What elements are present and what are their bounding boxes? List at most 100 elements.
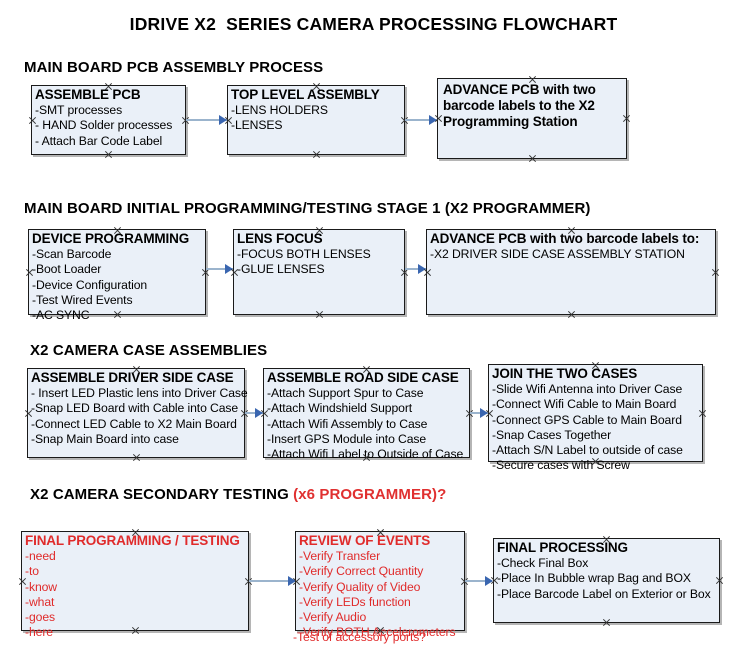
resize-handle-bottom[interactable] bbox=[567, 310, 576, 319]
box-line: -AC SYNC bbox=[32, 308, 90, 323]
box-title: LENS FOCUS bbox=[237, 231, 323, 246]
section-heading-x2-camera-secondary-testing: X2 CAMERA SECONDARY TESTING (x6 PROGRAMM… bbox=[30, 486, 446, 503]
process-box-review-of-events[interactable]: REVIEW OF EVENTS -Verify Transfer -Verif… bbox=[295, 531, 465, 639]
process-box-assemble-driver-side-case[interactable]: ASSEMBLE DRIVER SIDE CASE - Insert LED P… bbox=[27, 368, 248, 458]
process-box-lens-focus[interactable]: LENS FOCUS -FOCUS BOTH LENSES -GLUE LENS… bbox=[233, 229, 405, 315]
arrowhead-icon bbox=[225, 264, 233, 274]
box-line: -FOCUS BOTH LENSES bbox=[237, 247, 371, 261]
process-box-assemble-pcb[interactable]: ASSEMBLE PCB -SMT processes - HAND Solde… bbox=[31, 85, 186, 155]
arrowhead-icon bbox=[288, 576, 296, 586]
box-title: FINAL PROGRAMMING / TESTING bbox=[25, 533, 240, 548]
box-line: -Attach Wifi Label to Outside of Case bbox=[267, 447, 464, 462]
overflow-text-test-accessory-ports: -Test of accessory ports? bbox=[293, 630, 426, 644]
box-title: ASSEMBLE PCB bbox=[35, 87, 141, 102]
section-heading-text: X2 CAMERA SECONDARY TESTING bbox=[30, 486, 294, 503]
box-line: -to bbox=[25, 564, 39, 579]
box-title: ADVANCE PCB with two barcode labels to: bbox=[430, 231, 700, 246]
box-line: -know bbox=[25, 579, 58, 594]
box-line: -Check Final Box bbox=[497, 556, 589, 570]
box-title: TOP LEVEL ASSEMBLY bbox=[231, 87, 380, 102]
resize-handle-right[interactable] bbox=[622, 114, 631, 123]
arrowhead-icon bbox=[255, 408, 263, 418]
box-title: DEVICE PROGRAMMING bbox=[32, 231, 190, 246]
box-line: -Place Barcode Label on Exterior or Box bbox=[497, 586, 711, 601]
box-line: -Verify LEDs function bbox=[299, 594, 411, 609]
box-line: -Attach Support Spur to Case bbox=[267, 386, 424, 400]
section-heading-main-board-initial-programming: MAIN BOARD INITIAL PROGRAMMING/TESTING S… bbox=[24, 200, 591, 217]
connector-top-level-assembly-to-advance-pcb bbox=[405, 119, 437, 121]
section-heading-text: MAIN BOARD PCB ASSEMBLY PROCESS bbox=[24, 59, 324, 76]
box-line: -Insert GPS Module into Case bbox=[267, 431, 427, 446]
resize-handle-bottom[interactable] bbox=[312, 150, 321, 159]
box-line: -SMT processes bbox=[35, 103, 123, 117]
box-line: -LENS HOLDERS bbox=[231, 103, 328, 117]
arrowhead-icon bbox=[429, 115, 437, 125]
box-line: -Snap LED Board with Cable into Case bbox=[31, 401, 239, 416]
box-title: JOIN THE TWO CASES bbox=[492, 366, 638, 381]
process-box-join-the-two-cases[interactable]: JOIN THE TWO CASES -Slide Wifi Antenna i… bbox=[488, 364, 703, 472]
box-line: -Secure cases with Screw bbox=[492, 458, 630, 473]
box-line: -Connect Wifi Cable to Main Board bbox=[492, 397, 677, 412]
arrowhead-icon bbox=[418, 264, 426, 274]
section-heading-x2-camera-case-assemblies: X2 CAMERA CASE ASSEMBLIES bbox=[30, 342, 267, 359]
process-box-assemble-road-side-case[interactable]: ASSEMBLE ROAD SIDE CASE -Attach Support … bbox=[263, 368, 470, 461]
process-box-top-level-assembly[interactable]: TOP LEVEL ASSEMBLY -LENS HOLDERS -LENSES bbox=[227, 85, 405, 155]
connector-device-programming-to-lens-focus bbox=[206, 268, 233, 270]
connector-driver-side-to-road-side bbox=[245, 412, 263, 414]
resize-handle-bottom[interactable] bbox=[315, 310, 324, 319]
box-title: FINAL PROCESSING bbox=[497, 540, 628, 555]
box-line: -LENSES bbox=[231, 118, 283, 133]
box-line: - Insert LED Plastic lens into Driver Ca… bbox=[31, 386, 248, 400]
box-line: -Attach Wifi Assembly to Case bbox=[267, 416, 428, 431]
box-line: - Attach Bar Code Label bbox=[35, 133, 163, 148]
section-heading-text: MAIN BOARD INITIAL PROGRAMMING/TESTING S… bbox=[24, 200, 591, 217]
box-line: -Verify Quality of Video bbox=[299, 579, 421, 594]
box-title: ASSEMBLE ROAD SIDE CASE bbox=[267, 370, 459, 385]
box-line: -what bbox=[25, 594, 55, 609]
box-line: -Scan Barcode bbox=[32, 247, 112, 261]
box-line: -Verify Transfer bbox=[299, 549, 381, 563]
resize-handle-bottom[interactable] bbox=[104, 150, 113, 159]
section-heading-accent: (x6 PROGRAMMER)? bbox=[293, 486, 447, 503]
box-line: -Device Configuration bbox=[32, 277, 148, 292]
box-line: -goes bbox=[25, 610, 55, 625]
box-line: - HAND Solder processes bbox=[35, 118, 173, 133]
box-line: -Slide Wifi Antenna into Driver Case bbox=[492, 382, 683, 396]
section-heading-main-board-pcb-assembly: MAIN BOARD PCB ASSEMBLY PROCESS bbox=[24, 59, 323, 76]
box-line: -Attach S/N Label to outside of case bbox=[492, 443, 683, 458]
process-box-device-programming[interactable]: DEVICE PROGRAMMING -Scan Barcode -Boot L… bbox=[28, 229, 206, 322]
resize-handle-right[interactable] bbox=[711, 268, 720, 277]
box-line: -here bbox=[25, 625, 53, 640]
process-box-advance-pcb-to-programming-station[interactable]: ADVANCE PCB with two barcode labels to t… bbox=[437, 78, 627, 159]
box-line: -GLUE LENSES bbox=[237, 262, 325, 277]
connector-lens-focus-to-advance-pcb bbox=[405, 268, 426, 270]
process-box-advance-pcb-to-driver-side-case[interactable]: ADVANCE PCB with two barcode labels to: … bbox=[426, 229, 716, 315]
box-title: REVIEW OF EVENTS bbox=[299, 533, 431, 548]
connector-final-programming-to-review-of-events bbox=[249, 580, 295, 582]
resize-handle-bottom[interactable] bbox=[602, 618, 611, 627]
box-line: -need bbox=[25, 549, 56, 563]
box-line: -Connect GPS Cable to Main Board bbox=[492, 412, 682, 427]
process-box-final-processing[interactable]: FINAL PROCESSING -Check Final Box -Place… bbox=[493, 538, 720, 623]
section-heading-text: X2 CAMERA CASE ASSEMBLIES bbox=[30, 342, 268, 359]
connector-assemble-pcb-to-top-level-assembly bbox=[186, 119, 227, 121]
box-line: -Verify BOTH Accelerometers bbox=[299, 625, 456, 640]
box-line: -Snap Main Board into case bbox=[31, 431, 179, 446]
box-title: ASSEMBLE DRIVER SIDE CASE bbox=[31, 370, 234, 385]
arrowhead-icon bbox=[480, 408, 488, 418]
process-box-final-programming-testing[interactable]: FINAL PROGRAMMING / TESTING -need -to -k… bbox=[21, 531, 249, 639]
box-line: -Connect LED Cable to X2 Main Board bbox=[31, 416, 237, 431]
resize-handle-bottom[interactable] bbox=[528, 154, 537, 163]
box-line: -Verify Correct Quantity bbox=[299, 564, 424, 579]
arrowhead-icon bbox=[485, 576, 493, 586]
connector-road-side-to-join-cases bbox=[470, 412, 488, 414]
box-line: -Attach Windshield Support bbox=[267, 401, 413, 416]
box-line: -X2 DRIVER SIDE CASE ASSEMBLY STATION bbox=[430, 247, 685, 261]
connector-review-of-events-to-final-processing bbox=[465, 580, 492, 582]
box-title: ADVANCE PCB with two barcode labels to t… bbox=[443, 82, 596, 129]
box-line: -Place In Bubble wrap Bag and BOX bbox=[497, 571, 691, 586]
arrowhead-icon bbox=[219, 115, 227, 125]
box-line: -Verify Audio bbox=[299, 610, 367, 625]
resize-handle-bottom[interactable] bbox=[132, 453, 141, 462]
